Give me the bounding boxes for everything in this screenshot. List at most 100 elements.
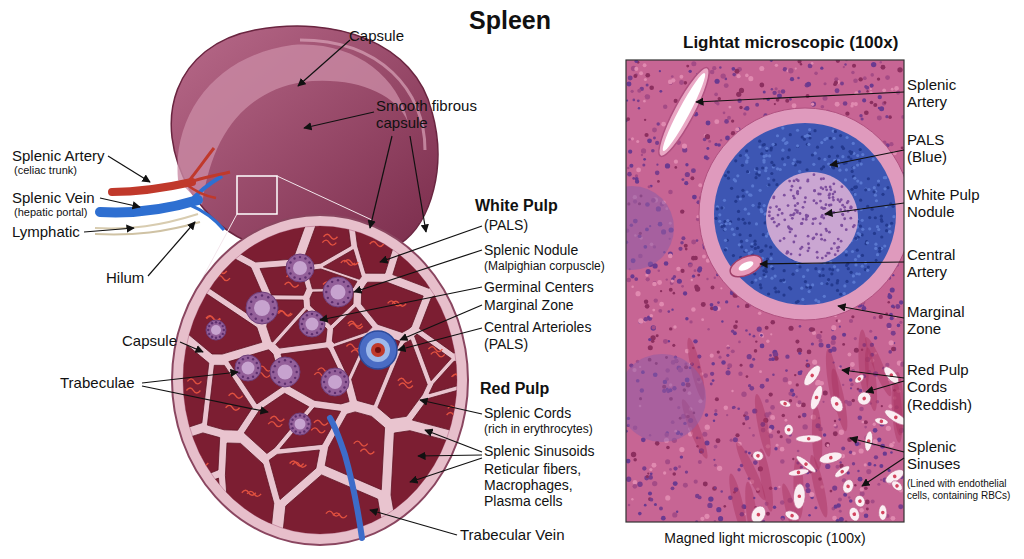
lymphocyte-dot	[847, 155, 850, 158]
nodule-body	[270, 357, 300, 387]
red-blood-cell	[840, 469, 845, 474]
cell-nucleus	[644, 300, 648, 304]
red-pulp-lobule	[282, 475, 386, 544]
cell-nucleus	[832, 486, 837, 491]
lymphocyte-dot	[820, 282, 823, 285]
splenic-sinus	[864, 431, 874, 452]
cell-nucleus	[809, 328, 813, 332]
lymphocyte-dot	[796, 145, 799, 148]
cell-nucleus	[698, 460, 702, 464]
cell-nucleus	[737, 305, 739, 307]
lymphocyte-dot	[237, 367, 239, 369]
sinus-lumen	[808, 384, 825, 411]
splenic-sinus	[874, 417, 889, 426]
cell-nucleus	[719, 66, 721, 68]
cell-nucleus	[831, 325, 836, 330]
white-pulp-nodule	[270, 357, 300, 387]
cell-nucleus	[712, 486, 717, 491]
cell-nucleus	[643, 317, 648, 322]
cell-nucleus	[660, 290, 662, 292]
red-blood-cell	[862, 396, 867, 401]
cell-nucleus	[870, 84, 874, 88]
red-blood-cell	[894, 483, 899, 488]
cell-nucleus	[706, 278, 708, 280]
lymphocyte-dot	[242, 358, 244, 360]
cell-nucleus	[818, 339, 822, 343]
red-pulp-lobule	[304, 216, 351, 265]
cell-nucleus	[891, 347, 896, 352]
lymphocyte-dot	[261, 294, 263, 296]
lymphocyte-dot	[741, 164, 744, 167]
cell-nucleus	[785, 99, 789, 103]
cell-nucleus	[642, 466, 646, 470]
sinusoid-vessel	[314, 420, 328, 425]
lymphocyte-dot	[806, 134, 809, 137]
cell-nucleus	[627, 82, 632, 87]
sinusoid-vessel	[311, 428, 325, 433]
sinus-lumen	[828, 394, 846, 414]
sinusoid-vessel	[424, 480, 438, 485]
red-pulp-cord	[726, 472, 750, 522]
cell-nucleus	[788, 68, 793, 73]
cell-nucleus	[651, 325, 656, 330]
lymphocyte-dot	[291, 419, 293, 421]
cell-nucleus	[673, 466, 677, 470]
cell-nucleus	[887, 301, 890, 304]
lymphocyte-dot	[861, 254, 864, 257]
cell-nucleus	[760, 334, 763, 337]
cell-nucleus	[706, 121, 711, 126]
cell-nucleus	[866, 90, 868, 92]
sinusoid-vessel	[292, 462, 306, 467]
cell-nucleus	[646, 83, 649, 86]
sinusoid-vessel	[428, 479, 442, 484]
cell-nucleus	[721, 360, 726, 365]
lymphocyte-dot	[718, 213, 721, 216]
cell-nucleus	[760, 384, 765, 389]
cell-nucleus	[826, 344, 831, 349]
cell-nucleus	[655, 171, 660, 176]
red-blood-cell	[857, 376, 862, 381]
cell-nucleus	[771, 320, 776, 325]
lymphocyte-dot	[274, 365, 276, 367]
cell-nucleus	[643, 63, 647, 67]
lymphocyte-dot	[766, 257, 769, 260]
red-blood-cell	[807, 437, 811, 441]
lymphocyte-dot	[858, 272, 861, 275]
lymphocyte-dot	[273, 307, 275, 309]
cell-nucleus	[628, 150, 632, 154]
cell-nucleus	[736, 74, 740, 78]
lymphocyte-dot	[762, 273, 765, 276]
cell-nucleus	[681, 236, 685, 240]
cell-nucleus	[717, 466, 722, 471]
visceral-surface	[177, 45, 408, 205]
red-pulp-lobule	[269, 450, 319, 500]
lymphocyte-dot	[325, 291, 327, 293]
cell-nucleus	[716, 438, 721, 443]
cell-nucleus	[725, 300, 728, 303]
lymphocyte-dot	[762, 159, 765, 162]
cell-nucleus	[866, 469, 871, 474]
nodule-body	[323, 277, 353, 307]
cell-nucleus	[671, 75, 674, 78]
red-blood-cell	[879, 419, 883, 423]
lymphocyte-dot	[767, 177, 770, 180]
cell-nucleus	[651, 149, 655, 153]
cell-nucleus	[720, 73, 725, 78]
cell-nucleus	[665, 495, 670, 500]
cell-nucleus	[877, 438, 881, 442]
cell-nucleus	[712, 379, 715, 382]
cell-nucleus	[788, 381, 792, 385]
cell-nucleus	[800, 63, 802, 65]
cell-nucleus	[835, 88, 840, 93]
cell-nucleus	[646, 269, 651, 274]
germinal-center	[295, 419, 306, 430]
splenic-sinus	[793, 483, 806, 509]
partial-nodule	[626, 186, 674, 270]
sinusoid-vessel	[446, 308, 460, 313]
cell-nucleus	[797, 450, 800, 453]
lymphocyte-dot	[261, 319, 263, 321]
cell-nucleus	[691, 307, 695, 311]
sinus-lumen	[879, 505, 887, 521]
red-pulp-lobule	[229, 350, 282, 404]
lymphocyte-dot	[814, 152, 817, 155]
